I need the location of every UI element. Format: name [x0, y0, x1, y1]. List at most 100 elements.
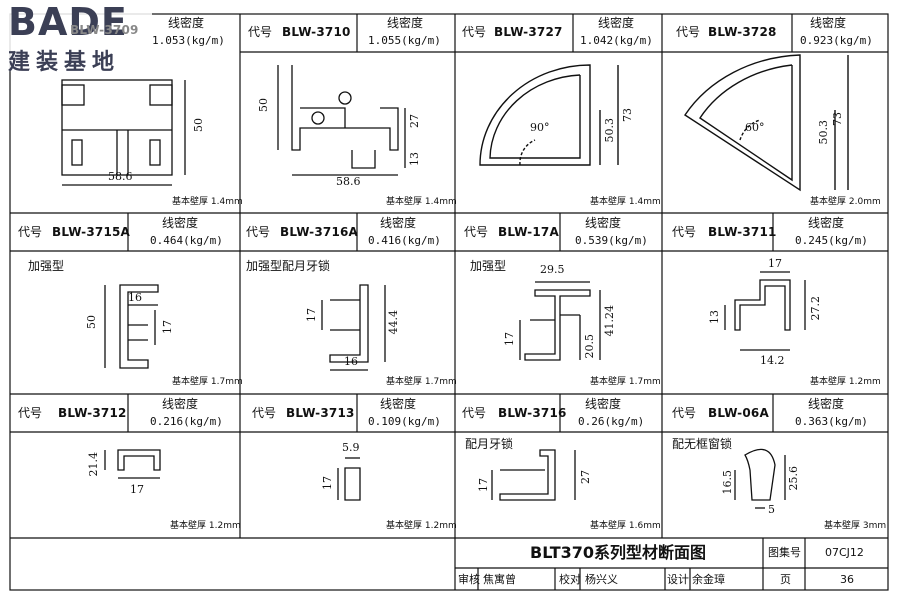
- code-value: BLW-3716A: [280, 225, 359, 239]
- profile-type: 配月牙锁: [465, 437, 514, 451]
- section-blw-3709: [61, 79, 186, 186]
- code-label: 代号: [18, 225, 43, 239]
- density-value: 0.464(kg/m): [150, 234, 223, 247]
- density-label: 线密度: [598, 16, 635, 30]
- design-label: 设计: [667, 573, 689, 586]
- dimension: 17: [768, 257, 782, 270]
- watermark-logo: BADE 建装基地: [2, 0, 152, 75]
- density-label: 线密度: [808, 397, 845, 411]
- code-value: BLW-3710: [282, 25, 351, 39]
- logo-english: BADE: [8, 0, 128, 44]
- dimension: 27.2: [809, 296, 822, 321]
- code-label: 代号: [464, 225, 489, 239]
- density-value: 1.042(kg/m): [580, 34, 653, 47]
- dimension: 60°: [745, 121, 765, 134]
- dimension: 17: [503, 332, 516, 346]
- dimension: 17: [321, 476, 334, 490]
- code-label: 代号: [462, 25, 487, 39]
- code-label: 代号: [676, 25, 701, 39]
- dimension: 13: [708, 310, 721, 324]
- wall-thickness: 基本壁厚 1.4mm: [590, 197, 661, 207]
- density-label: 线密度: [162, 397, 199, 411]
- section-blw-3716a: [321, 284, 386, 371]
- dimension: 25.6: [787, 466, 800, 491]
- code-value: BLW-17A: [498, 225, 559, 239]
- density-label: 线密度: [168, 16, 205, 30]
- density-label: 线密度: [380, 216, 417, 230]
- dimension: 58.6: [336, 175, 361, 188]
- review-label: 审核: [458, 573, 480, 586]
- dimension: 21.4: [87, 452, 100, 477]
- atlas-number: 07CJ12: [825, 546, 864, 559]
- profile-type: 加强型配月牙锁: [246, 259, 331, 273]
- wall-thickness: 基本壁厚 1.2mm: [170, 521, 241, 531]
- wall-thickness: 基本壁厚 1.6mm: [590, 521, 661, 531]
- wall-thickness: 基本壁厚 1.7mm: [386, 377, 457, 387]
- wall-thickness: 基本壁厚 3mm: [824, 521, 887, 531]
- dimension: 50.3: [817, 120, 830, 145]
- dimension: 73: [621, 108, 634, 122]
- page-number: 36: [840, 573, 854, 586]
- section-blw-3728: [684, 54, 849, 192]
- design-name: 余金璋: [692, 573, 725, 586]
- logo-chinese: 建装基地: [8, 50, 121, 75]
- check-label: 校对: [559, 573, 581, 586]
- sheet-frame: [9, 13, 889, 591]
- section-blw-3715a: [104, 284, 159, 369]
- code-value: BLW-06A: [708, 406, 769, 420]
- dimension: 17: [130, 483, 144, 496]
- dimension: 16: [344, 355, 358, 368]
- dimension: 27: [408, 114, 421, 128]
- wall-thickness: 基本壁厚 1.4mm: [386, 197, 457, 207]
- dimension: 50.3: [603, 118, 616, 143]
- review-name: 焦寓曾: [483, 573, 516, 586]
- density-value: 0.539(kg/m): [575, 234, 648, 247]
- density-value: 0.26(kg/m): [578, 415, 645, 428]
- code-label: 代号: [246, 225, 271, 239]
- code-value: BLW-3712: [58, 406, 127, 420]
- code-value: BLW-3728: [708, 25, 777, 39]
- code-label: 代号: [462, 406, 487, 420]
- wall-thickness: 基本壁厚 1.2mm: [386, 521, 457, 531]
- atlas-label: 图集号: [768, 546, 801, 559]
- dimension: 16: [128, 291, 142, 304]
- density-label: 线密度: [808, 216, 845, 230]
- dimension: 58.6: [108, 170, 133, 183]
- dimension: 90°: [530, 121, 550, 134]
- density-value: 0.245(kg/m): [795, 234, 868, 247]
- dimension: 14.2: [760, 354, 785, 367]
- profile-type: 加强型: [28, 259, 65, 273]
- check-name: 杨兴义: [585, 573, 618, 586]
- density-label: 线密度: [810, 16, 847, 30]
- code-value: BLW-3716: [498, 406, 567, 420]
- dimension: 16.5: [721, 470, 734, 495]
- code-label: 代号: [248, 25, 273, 39]
- section-blw-3712: [104, 449, 161, 479]
- density-label: 线密度: [585, 216, 622, 230]
- code-label: 代号: [672, 225, 697, 239]
- dimension: 50: [192, 118, 205, 132]
- dimension: 20.5: [583, 334, 596, 359]
- wall-thickness: 基本壁厚 1.7mm: [172, 377, 243, 387]
- density-value: 0.363(kg/m): [795, 415, 868, 428]
- dimension: 17: [305, 308, 318, 322]
- code-value: BLW-3709: [70, 23, 139, 37]
- code-value: BLW-3715A: [52, 225, 131, 239]
- code-label: 代号: [672, 406, 697, 420]
- code-label: 代号: [18, 406, 43, 420]
- dimension: 44.4: [387, 310, 400, 335]
- density-value: 0.109(kg/m): [368, 415, 441, 428]
- wall-thickness: 基本壁厚 1.2mm: [810, 377, 881, 387]
- section-blw-3727: [479, 64, 619, 166]
- density-label: 线密度: [162, 216, 199, 230]
- section-blw-06a: [734, 448, 786, 509]
- code-value: BLW-3713: [286, 406, 355, 420]
- density-label: 线密度: [387, 16, 424, 30]
- density-value: 1.053(kg/m): [152, 34, 225, 47]
- code-value: BLW-3711: [708, 225, 777, 239]
- wall-thickness: 基本壁厚 1.7mm: [590, 377, 661, 387]
- dimension: 41.24: [603, 305, 616, 337]
- dimension: 5.9: [342, 441, 360, 454]
- section-blw-3711: [724, 271, 806, 351]
